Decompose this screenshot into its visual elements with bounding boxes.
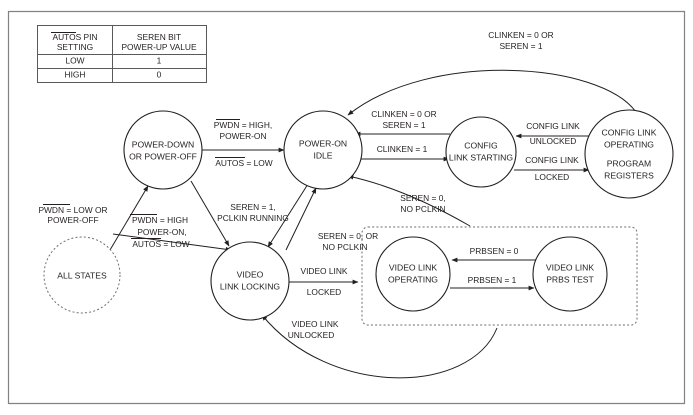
state-video-link-locking-label-2: LINK LOCKING: [220, 281, 280, 291]
t-configop-to-configstarting-line1: CONFIG LINK: [526, 121, 580, 131]
t-idle-to-videolocking-line1: SEREN = 1,: [230, 202, 275, 212]
autos-pin-table: AUTOS PIN SETTING SEREN BIT POWER-UP VAL…: [38, 26, 207, 83]
state-power-down[interactable]: POWER-DOWN OR POWER-OFF: [124, 111, 202, 189]
table-row-1-value: 0: [157, 70, 162, 80]
table-row-0-value: 1: [157, 56, 162, 66]
state-all-states-label: ALL STATES: [57, 270, 107, 280]
t-videobox-to-videolocking-line1: VIDEO LINK: [291, 319, 338, 329]
t-configstarting-to-idle-line2: SEREN = 1: [382, 120, 425, 130]
state-config-link-operating-label-1: CONFIG LINK: [602, 127, 657, 137]
t-configop-to-idle-arc-line1: CLINKEN = 0 OR: [488, 30, 553, 40]
table-row-1-setting: HIGH: [65, 70, 86, 80]
state-power-down-label-2: OR POWER-OFF: [129, 151, 197, 161]
t-powerdown-to-idle-line1: PWDN = HIGH,: [214, 120, 272, 130]
edge-powerdown-to-videolocking: [191, 181, 229, 247]
t-configop-to-configstarting-line2: UNLOCKED: [530, 136, 577, 146]
diagram-frame: [9, 12, 685, 404]
edge-configop-to-idle-arc: [347, 70, 636, 115]
t-prbs-on-line1: PRBSEN = 1: [468, 275, 517, 285]
state-video-link-prbs-test-label-1: VIDEO LINK: [546, 262, 595, 272]
state-power-on-idle-label-1: POWER-ON: [299, 138, 347, 148]
state-power-down-label-1: POWER-DOWN: [132, 139, 195, 149]
edge-allstates-to-powerdown: [110, 185, 148, 250]
t-allstates-to-videolock-line1: PWDN = HIGH: [132, 215, 188, 225]
state-all-states[interactable]: ALL STATES: [44, 237, 120, 313]
t-configop-to-idle-arc-line2: SEREN = 1: [499, 41, 542, 51]
state-power-on-idle-label-2: IDLE: [313, 150, 332, 160]
edge-videobox-to-idle: [347, 174, 470, 226]
state-video-link-operating[interactable]: VIDEO LINK OPERATING: [376, 237, 450, 311]
t-allstates-to-videolock-line3: AUTOS = LOW: [132, 239, 189, 249]
t-powerdown-to-idle-line2: POWER-ON: [220, 131, 267, 141]
state-video-link-prbs-test[interactable]: VIDEO LINK PRBS TEST: [533, 237, 607, 311]
t-powerdown-to-idle-bot-line1: AUTOS = LOW: [215, 158, 272, 168]
t-videobox-to-videolocking-line2: UNLOCKED: [288, 330, 335, 340]
t-videolocking-to-idle-line2: NO PCLKIN: [322, 242, 367, 252]
t-configstarting-to-configop-line1: CONFIG LINK: [525, 155, 579, 165]
t-videolocking-to-videobox-line1: VIDEO LINK: [300, 266, 347, 276]
state-video-link-operating-label-2: OPERATING: [388, 274, 438, 284]
table-row-0-setting: LOW: [65, 56, 84, 66]
edge-videolocking-to-idle: [286, 187, 316, 250]
state-video-link-locking[interactable]: VIDEO LINK LOCKING: [211, 242, 289, 320]
edge-idle-to-videolocking: [268, 184, 308, 248]
t-configstarting-to-configop-line2: LOCKED: [535, 172, 569, 182]
t-allstates-to-powerdown-line2: POWER-OFF: [47, 215, 98, 225]
video-link-group-box: [362, 227, 637, 325]
state-video-link-operating-label-1: VIDEO LINK: [389, 262, 438, 272]
t-idle-to-videolocking-line2: PCLKIN RUNNING: [217, 213, 289, 223]
t-configstarting-to-idle-line1: CLINKEN = 0 OR: [371, 109, 436, 119]
state-config-link-operating-label-3: PROGRAM: [607, 158, 651, 168]
state-video-link-locking-label-1: VIDEO: [237, 269, 264, 279]
state-config-link-operating-label-2: OPERATING: [604, 139, 654, 149]
table-header-col1-line1: AUTOS PIN: [53, 32, 98, 42]
state-config-link-operating-label-4: REGISTERS: [604, 170, 654, 180]
t-idle-to-configstarting-line1: CLINKEN = 1: [377, 144, 428, 154]
state-power-on-idle[interactable]: POWER-ON IDLE: [284, 111, 362, 189]
state-config-link-starting[interactable]: CONFIG LINK STARTING: [446, 117, 516, 187]
state-config-link-starting-label-2: LINK STARTING: [449, 152, 513, 162]
t-videobox-to-idle-line1: SEREN = 0,: [400, 193, 445, 203]
t-videolocking-to-videobox-line2: LOCKED: [307, 287, 341, 297]
t-videolocking-to-idle-line1: SEREN = 0, OR: [318, 231, 378, 241]
edge-allstates-to-videolocking: [113, 234, 232, 252]
state-config-link-starting-label-1: CONFIG: [464, 140, 498, 150]
edge-videobox-to-videolocking: [262, 314, 497, 378]
t-videobox-to-idle-line2: NO PCLKIN: [400, 204, 445, 214]
table-header-col1-line2: SETTING: [57, 42, 93, 52]
t-allstates-to-videolock-line2: POWER-ON,: [137, 227, 186, 237]
table-header-col2-line2: POWER-UP VALUE: [121, 42, 196, 52]
state-video-link-prbs-test-label-2: PRBS TEST: [546, 274, 594, 284]
table-header-col2-line1: SEREN BIT: [137, 32, 181, 42]
t-allstates-to-powerdown-line1: PWDN = LOW OR: [38, 205, 107, 215]
t-prbs-off-line1: PRBSEN = 0: [470, 246, 519, 256]
state-config-link-operating[interactable]: CONFIG LINK OPERATING PROGRAM REGISTERS: [585, 110, 673, 198]
